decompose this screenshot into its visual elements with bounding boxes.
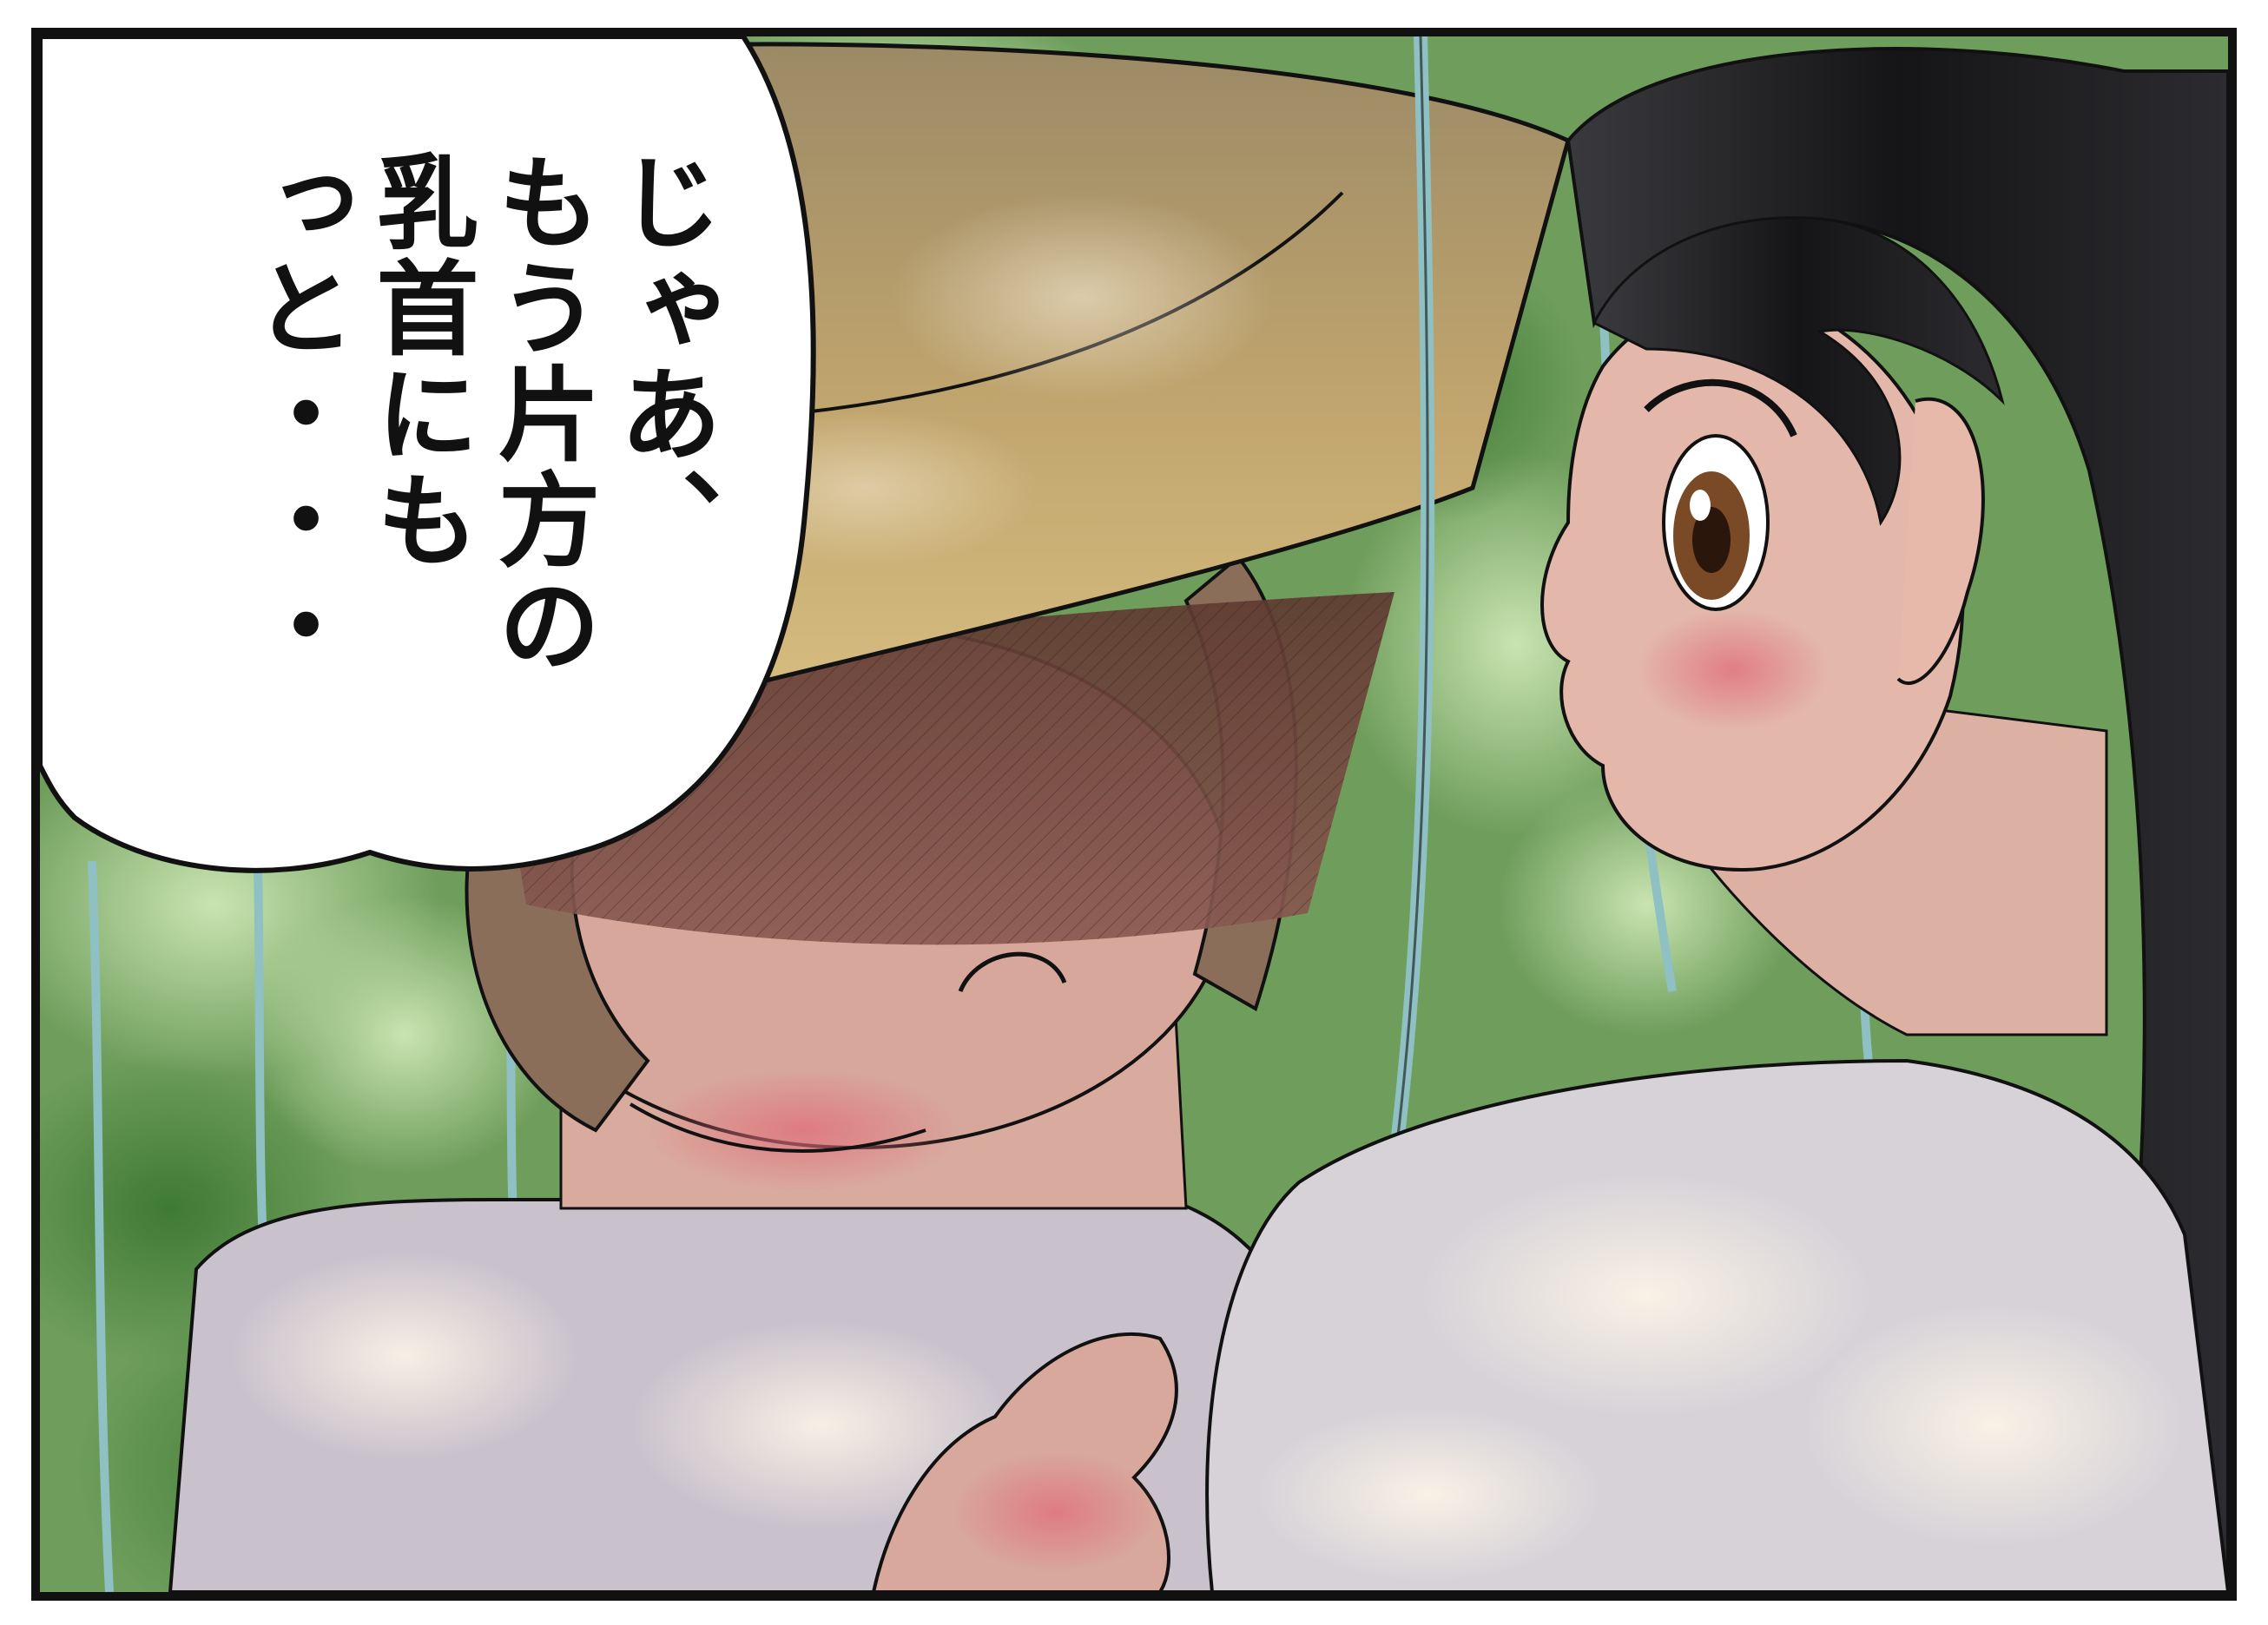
speech-bubble-shape: [40, 36, 816, 873]
panel-artwork: [40, 36, 2228, 1592]
speech-bubble: じゃあ、 もう片方の 乳首にも っと・・・: [157, 149, 722, 705]
speech-line-2: もう片方の: [480, 149, 600, 679]
speech-line-4: っと・・・: [237, 149, 357, 679]
comic-panel: じゃあ、 もう片方の 乳首にも っと・・・: [31, 28, 2237, 1601]
speech-line-1: じゃあ、: [602, 149, 722, 573]
speech-line-3: 乳首にも: [359, 149, 478, 573]
